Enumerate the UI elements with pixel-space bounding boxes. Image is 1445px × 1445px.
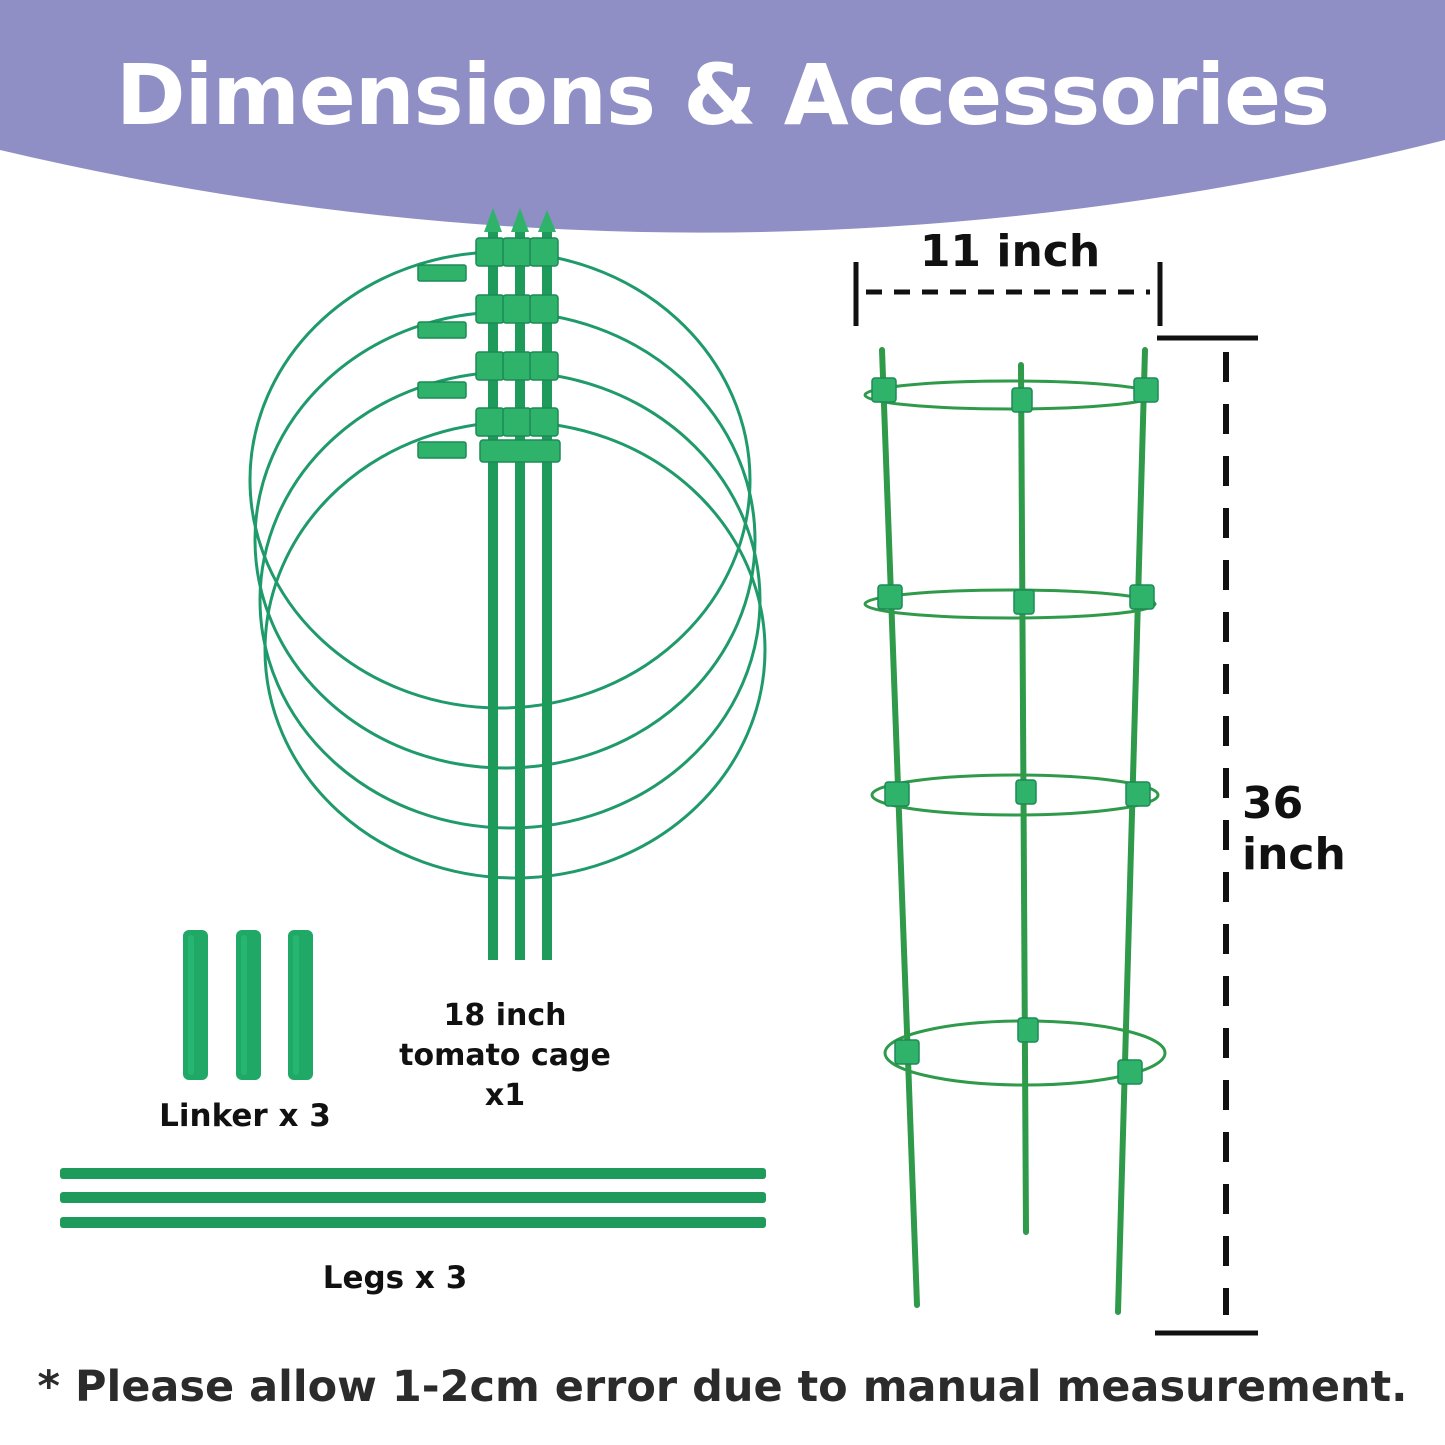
footer-note: * Please allow 1-2cm error due to manual…: [37, 1362, 1408, 1412]
cage-rings: [248, 250, 767, 880]
cage-clips: [417, 237, 561, 463]
page-title: Dimensions & Accessories: [115, 46, 1330, 144]
cage-size-text: 18 inch: [443, 998, 567, 1033]
legs-label: Legs x 3: [322, 1260, 468, 1296]
header-banner: [0, 0, 1445, 233]
cage-stakes: [484, 208, 556, 960]
assembled-cage: [863, 347, 1167, 1315]
linker-label: Linker x 3: [159, 1098, 331, 1134]
legs: [60, 1168, 766, 1228]
height-label: 36 inch: [1242, 778, 1346, 880]
cage-name-text: tomato cage: [399, 1038, 611, 1073]
height-dimension: [1155, 335, 1258, 1336]
width-dimension: [853, 262, 1163, 326]
cage-qty-text: x1: [484, 1078, 526, 1113]
tomato-cage-label: 18 inch tomato cage x1: [380, 996, 630, 1116]
width-label: 11 inch: [919, 226, 1101, 277]
